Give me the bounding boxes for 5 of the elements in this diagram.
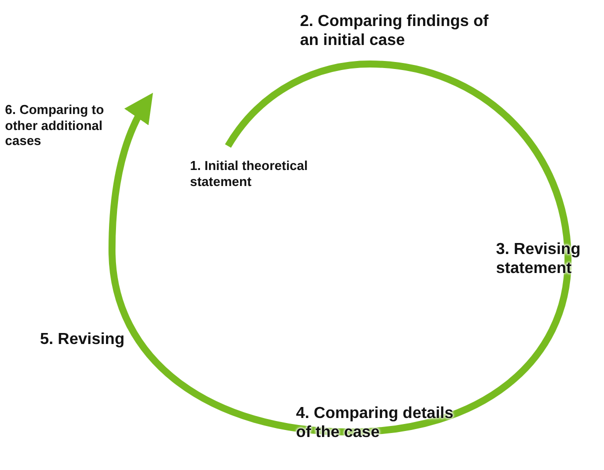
step-label: 6. Comparing to other additional cases bbox=[5, 102, 130, 149]
step-label: 1. Initial theoretical statement bbox=[190, 158, 340, 190]
spiral-arrow bbox=[108, 60, 572, 436]
step-label: 5. Revising bbox=[40, 330, 150, 350]
step-label: 2. Comparing findings of an initial case bbox=[300, 12, 500, 50]
